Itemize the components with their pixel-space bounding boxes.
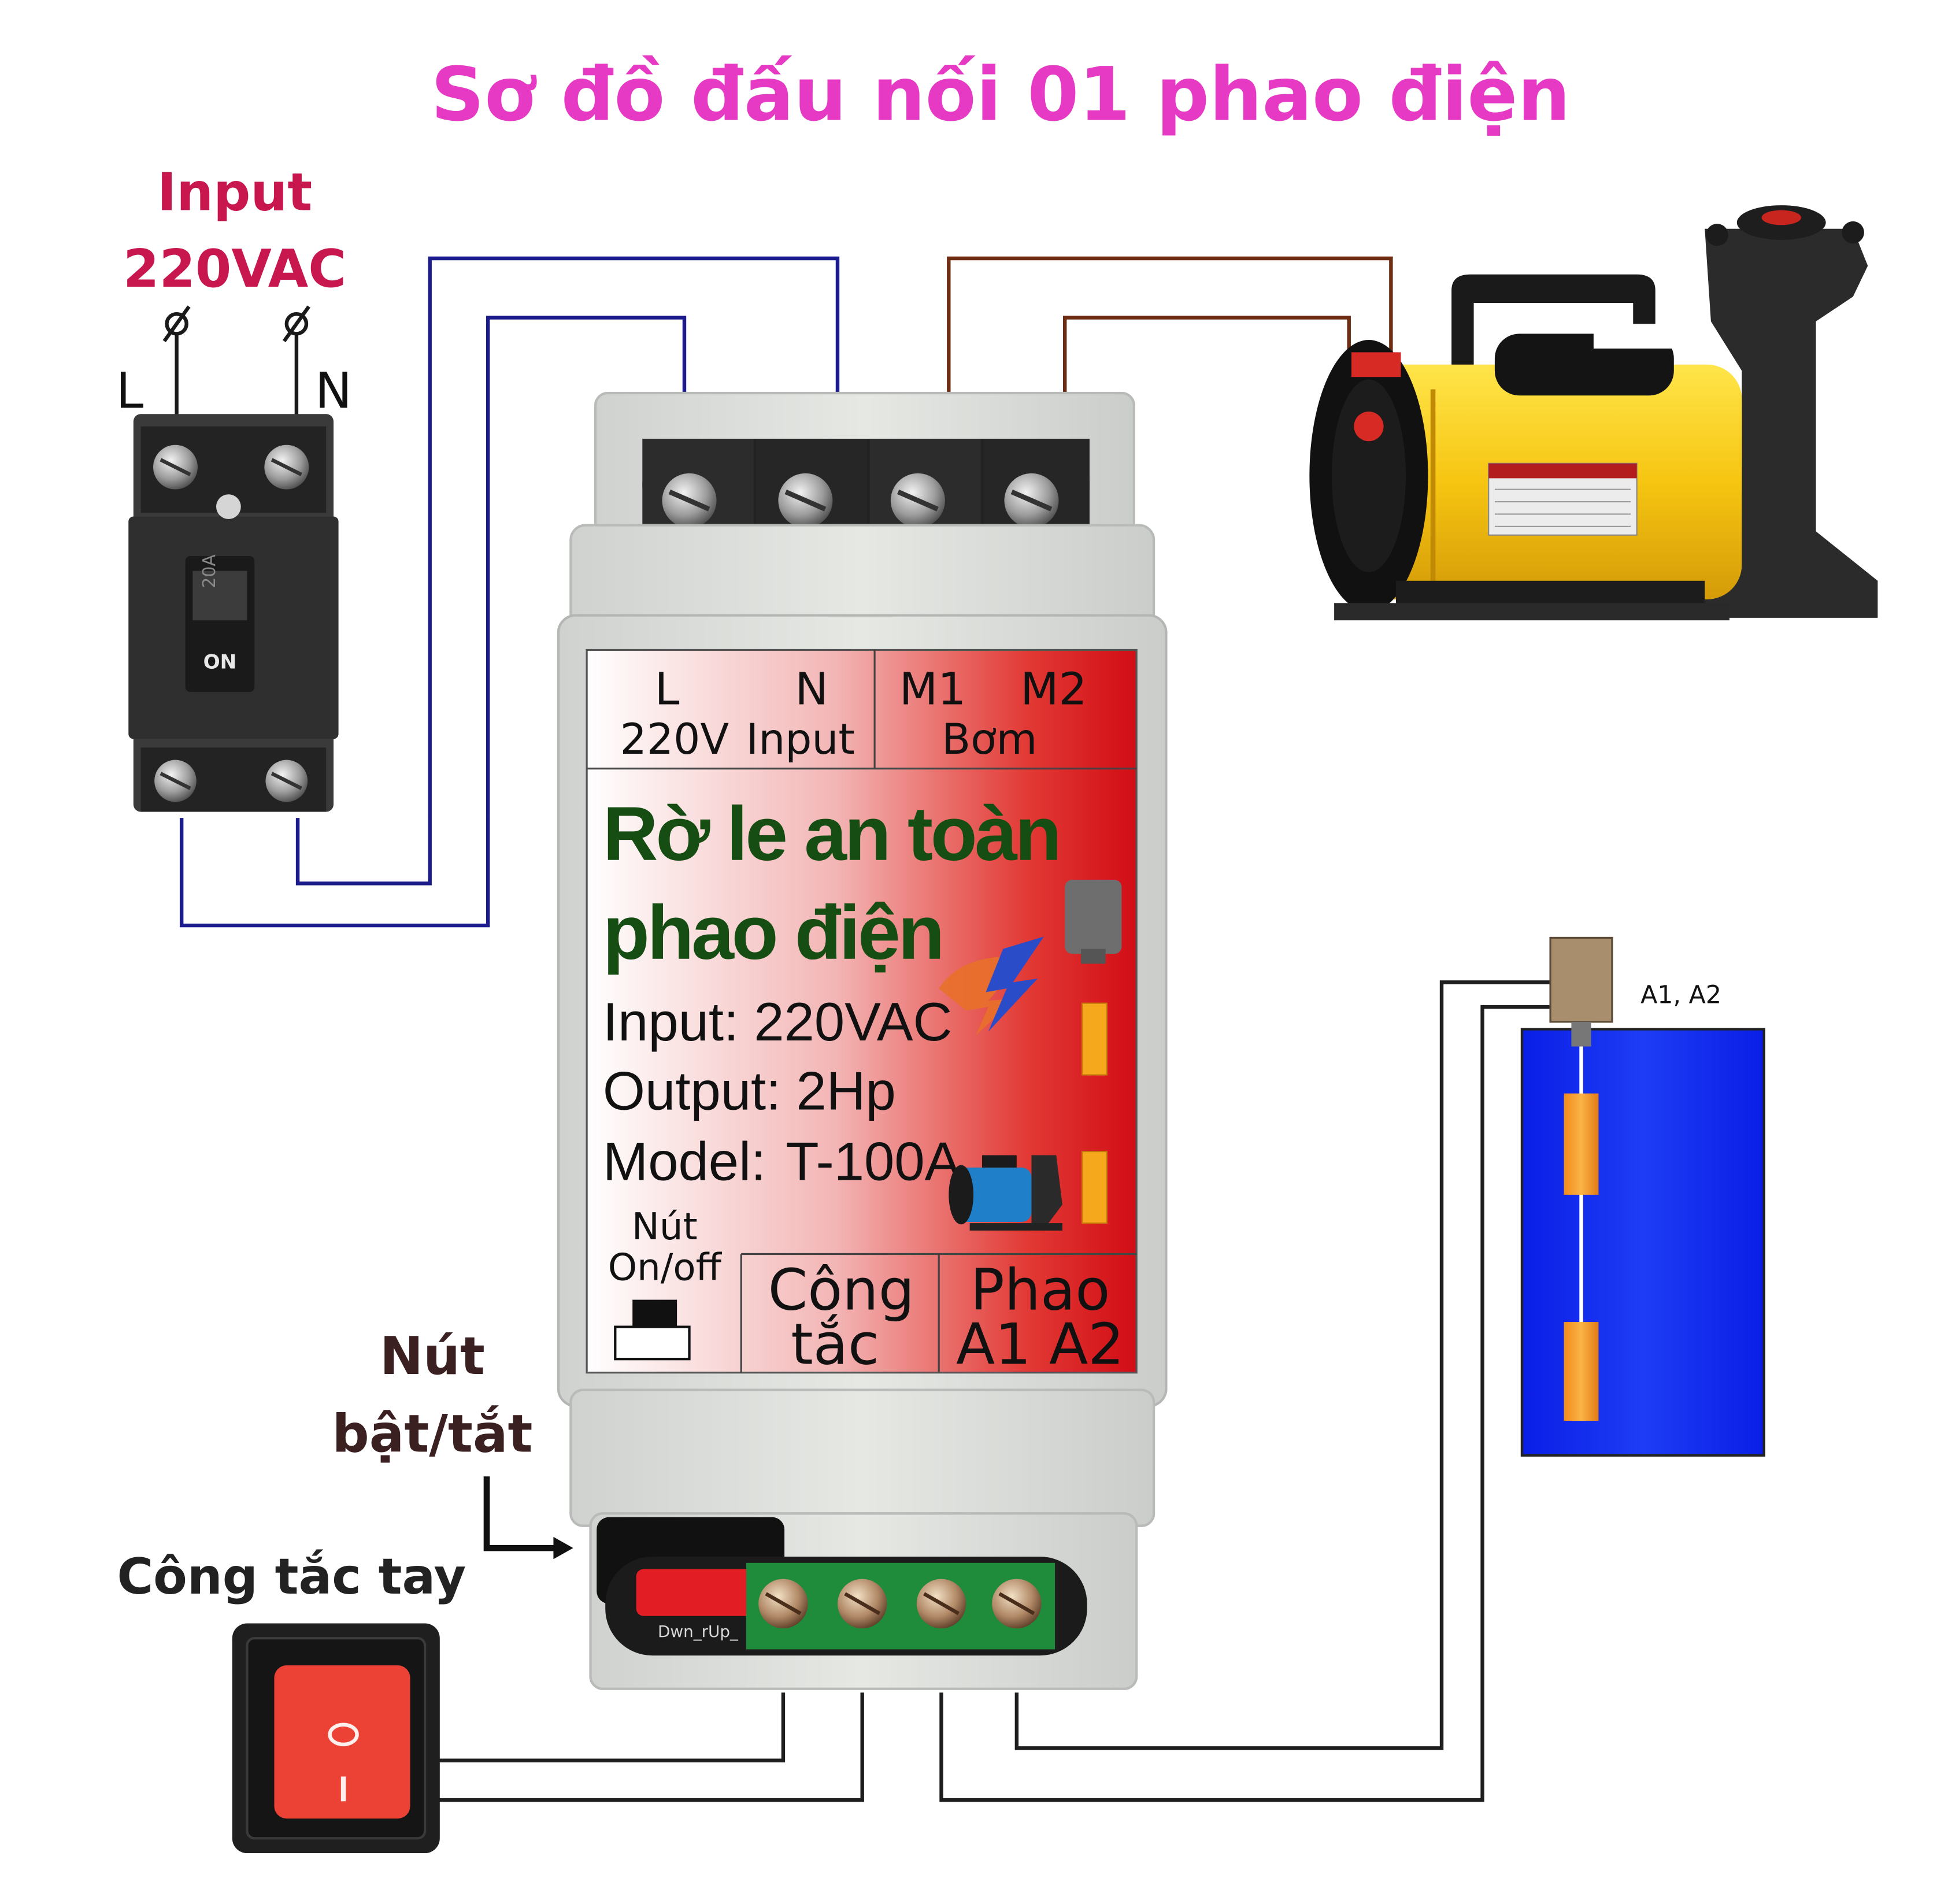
rocker-switch-icon bbox=[232, 1623, 440, 1854]
pump-wires bbox=[947, 256, 1393, 393]
status-led-icon bbox=[1065, 879, 1122, 964]
indicator-led-2 bbox=[1082, 1151, 1108, 1224]
float-probe-label: A1, A2 bbox=[1640, 981, 1721, 1010]
wire-l-supply bbox=[179, 316, 687, 928]
wire-n-supply bbox=[295, 256, 840, 886]
water-pump-icon bbox=[1309, 205, 1878, 621]
water-tank-icon bbox=[1520, 1028, 1765, 1457]
input-label-line1: Input bbox=[157, 163, 312, 223]
relay-terminal-l: L bbox=[655, 664, 680, 716]
lightning-logo-icon bbox=[939, 936, 1044, 1036]
button-callout-line1: Nút bbox=[380, 1327, 485, 1387]
indicator-led-1 bbox=[1082, 1002, 1108, 1076]
relay-spec-input: Input: 220VAC bbox=[603, 991, 953, 1052]
input-block: Input 220VAC L N 20A ON bbox=[116, 163, 352, 812]
wire-float-a2 bbox=[1014, 980, 1554, 1750]
relay-switch-label-line2: tắc bbox=[791, 1312, 879, 1378]
signal-wires bbox=[438, 980, 1554, 1802]
relay-button-label-line1: Nút bbox=[632, 1205, 698, 1249]
relay-title-line2: phao điện bbox=[603, 890, 942, 976]
relay-button-label-line2: On/off bbox=[608, 1246, 723, 1289]
terminal-label-n: N bbox=[315, 363, 352, 420]
breaker-state: ON bbox=[203, 651, 237, 674]
relay-spec-output: Output: 2Hp bbox=[603, 1060, 896, 1121]
terminal-symbol-n bbox=[282, 305, 310, 420]
float-upper bbox=[1564, 1093, 1599, 1195]
wire-switch-2 bbox=[438, 1692, 864, 1802]
circuit-breaker-icon: 20A ON bbox=[128, 414, 339, 812]
wire-float-a1 bbox=[939, 1005, 1554, 1802]
relay-terminal-input: Input bbox=[746, 716, 855, 764]
wire-switch-1 bbox=[438, 1692, 786, 1762]
relay-label-panel bbox=[586, 649, 1138, 1374]
relay-switch-label-line1: Công bbox=[768, 1258, 914, 1324]
relay-module: L N 220V Input M1 M2 Bơm Rờ le an toàn p… bbox=[557, 391, 1168, 1690]
relay-terminal-m2: M2 bbox=[1020, 664, 1087, 716]
relay-terminal-voltage: 220V bbox=[620, 716, 729, 764]
on-off-button-symbol bbox=[614, 1299, 691, 1361]
relay-float-label-line1: Phao bbox=[970, 1258, 1110, 1324]
relay-spec-model-label: Model: bbox=[603, 1131, 766, 1191]
terminal-label-l: L bbox=[116, 363, 144, 420]
relay-title-line1: Rờ le an toàn bbox=[603, 791, 1060, 877]
wire-m1-pump bbox=[947, 256, 1393, 393]
page-title: Sơ đồ đấu nối 01 phao điện bbox=[431, 52, 1571, 138]
button-callout-line2: bật/tắt bbox=[332, 1404, 533, 1464]
relay-terminal-m1: M1 bbox=[899, 664, 966, 716]
manual-switch-label: Công tắc tay bbox=[117, 1549, 466, 1606]
breaker-rating: 20A bbox=[199, 554, 220, 588]
terminal-symbol-l bbox=[162, 305, 191, 420]
button-callout-arrow bbox=[483, 1476, 556, 1551]
float-lower bbox=[1564, 1322, 1599, 1421]
terminal-block-text: Dwn_rUp_ bbox=[658, 1622, 739, 1641]
supply-wires bbox=[179, 256, 840, 928]
small-pump-icon bbox=[949, 1155, 1062, 1231]
relay-terminal-n: N bbox=[795, 664, 828, 716]
relay-terminal-pump: Bơm bbox=[942, 716, 1037, 764]
relay-float-label-line2: A1 A2 bbox=[956, 1312, 1124, 1378]
top-terminal-screws bbox=[642, 439, 1090, 532]
float-sensor-icon bbox=[1549, 936, 1613, 1421]
input-label-line2: 220VAC bbox=[123, 239, 346, 299]
button-callout: Nút bật/tắt bbox=[332, 1327, 573, 1559]
bottom-terminal-block: Dwn_rUp_ bbox=[597, 1517, 1087, 1656]
relay-spec-model-value: T-100A bbox=[786, 1131, 961, 1191]
wire-m2-pump bbox=[1062, 316, 1351, 393]
